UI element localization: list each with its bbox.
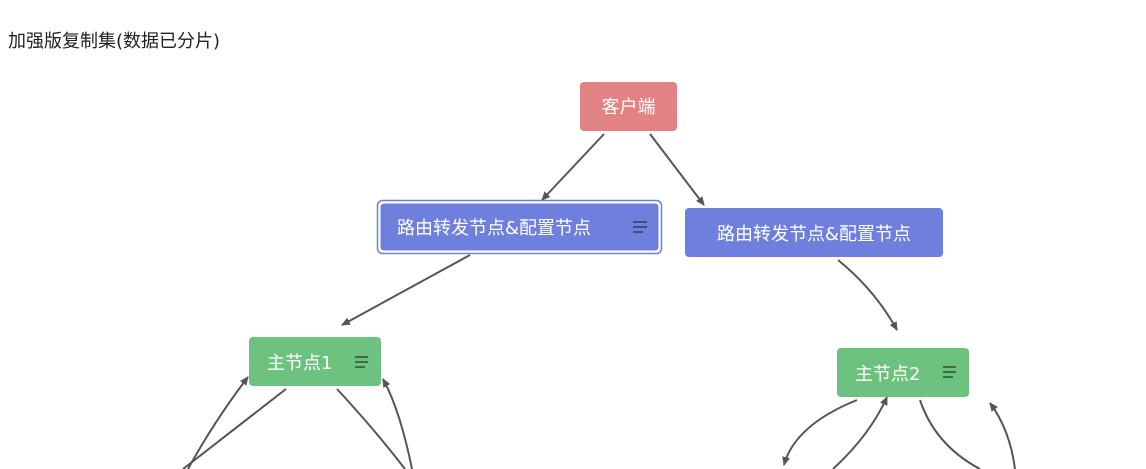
node-client[interactable]: 客户端	[580, 82, 677, 131]
note-icon[interactable]	[355, 356, 368, 368]
note-icon[interactable]	[943, 366, 956, 378]
edge-master2-in-right	[989, 402, 1016, 469]
edge-master1-in-left	[187, 376, 249, 469]
node-router1[interactable]: 路由转发节点&配置节点	[376, 199, 663, 255]
node-client-label: 客户端	[602, 97, 656, 118]
node-master2-label: 主节点2	[855, 364, 920, 385]
node-master1[interactable]: 主节点1	[249, 337, 381, 386]
page-title: 加强版复制集(数据已分片)	[8, 31, 221, 52]
node-router1-label: 路由转发节点&配置节点	[397, 218, 591, 239]
edge-client-router2	[649, 133, 705, 206]
edges	[182, 133, 1016, 469]
node-router2-label: 路由转发节点&配置节点	[717, 224, 911, 245]
node-master2[interactable]: 主节点2	[837, 348, 969, 397]
edge-master2-out-right	[919, 399, 981, 469]
edge-master1-in-right	[382, 378, 413, 469]
edge-master2-out-left	[782, 399, 858, 466]
edge-master1-out-right	[336, 388, 406, 469]
edge-client-router1	[541, 133, 605, 201]
note-icon[interactable]	[633, 221, 647, 233]
edge-router1-master1	[341, 254, 471, 326]
node-router2[interactable]: 路由转发节点&配置节点	[685, 208, 943, 257]
edge-master1-out-left	[182, 388, 287, 469]
node-master1-label: 主节点1	[267, 353, 332, 374]
edge-router2-master2	[837, 259, 898, 331]
edge-master2-in-left	[832, 396, 888, 469]
